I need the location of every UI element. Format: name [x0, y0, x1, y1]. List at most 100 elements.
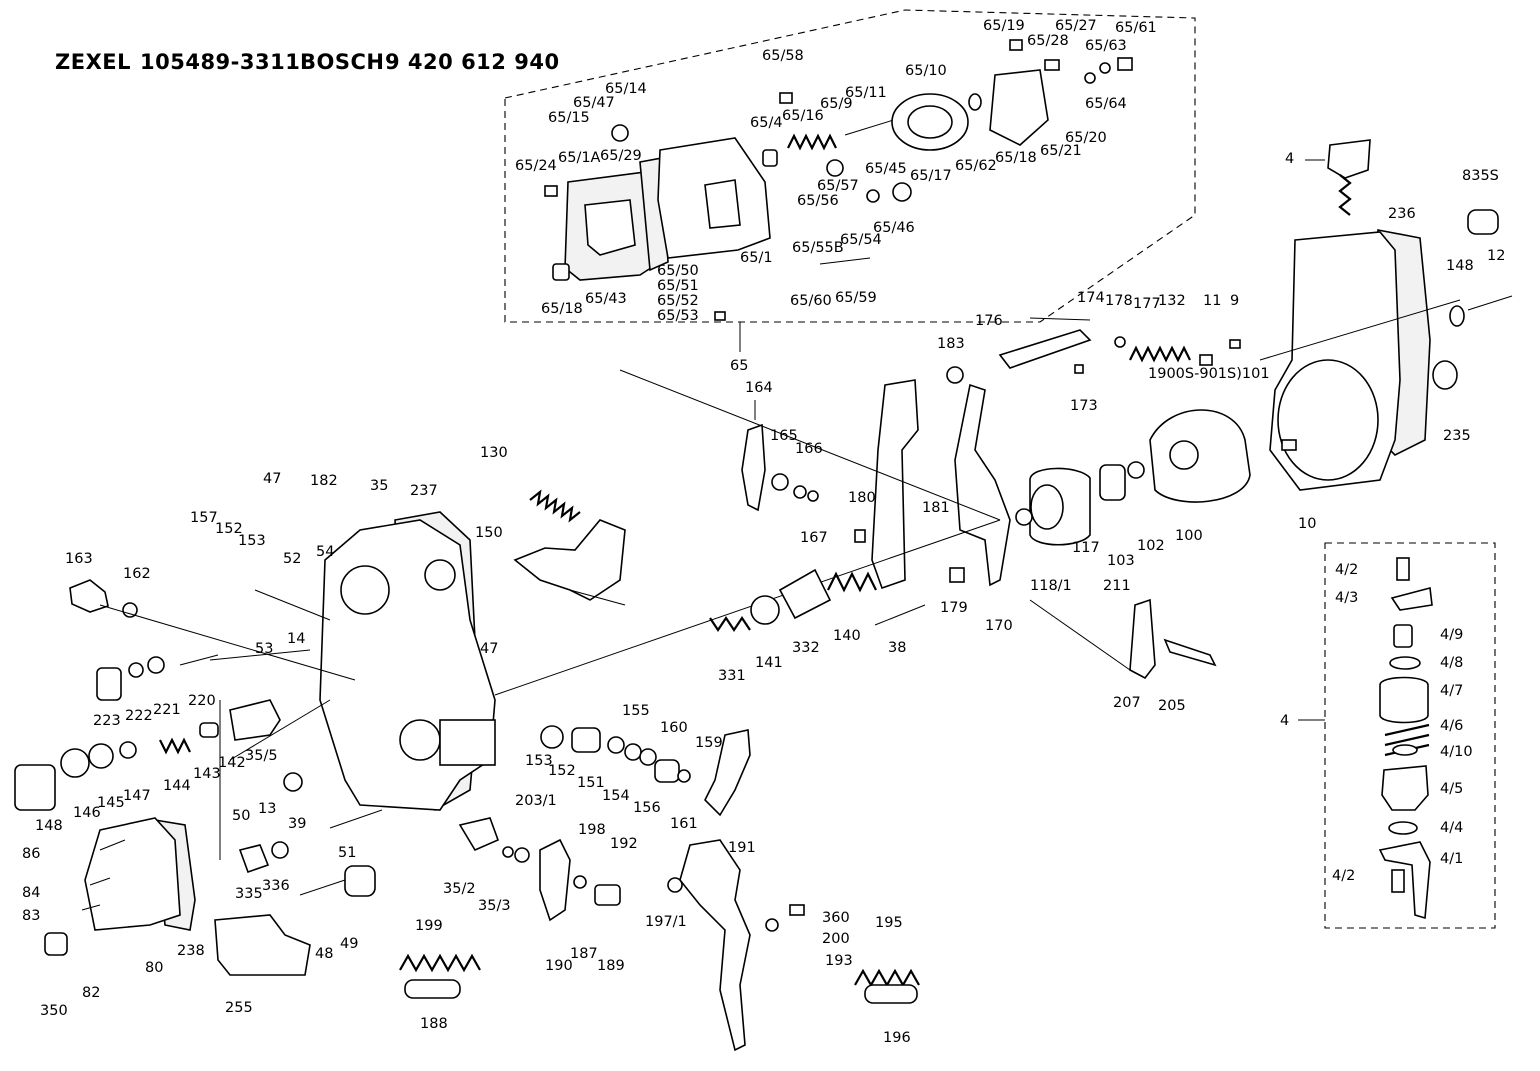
callout-label: 170 — [985, 618, 1013, 634]
maker-bosch: BOSCH — [300, 50, 385, 74]
part-178-washer — [1114, 336, 1126, 348]
callout-label: 65/64 — [1085, 96, 1127, 112]
callout-label: 159 — [695, 735, 723, 751]
callout-label: 65/19 — [983, 18, 1025, 34]
part-65-24-screw — [544, 185, 558, 197]
part-65-63-washer — [1099, 62, 1111, 74]
callout-label: 165 — [770, 428, 798, 444]
callout-label: 65/20 — [1065, 130, 1107, 146]
callout-label: 4/3 — [1335, 590, 1358, 606]
callout-label: 148 — [1446, 258, 1474, 274]
part-4-5-body — [1381, 765, 1429, 811]
part-65-46-nut — [892, 182, 912, 202]
callout-label: 65/53 — [657, 308, 699, 324]
callout-label: 174 — [1077, 290, 1105, 306]
callout-label: 4/10 — [1440, 744, 1473, 760]
callout-label: 180 — [848, 490, 876, 506]
callout-label: 65/47 — [573, 95, 615, 111]
part-183-nut — [946, 366, 964, 384]
callout-label: 195 — [875, 915, 903, 931]
part-65-11-rod — [844, 117, 901, 136]
callout-label: 65/54 — [840, 232, 882, 248]
callout-label: 65/56 — [797, 193, 839, 209]
callout-label: 196 — [883, 1030, 911, 1046]
callout-label: 191 — [728, 840, 756, 856]
callout-label: 166 — [795, 441, 823, 457]
callout-label: 50 — [232, 808, 250, 824]
callout-label: 4/8 — [1440, 655, 1463, 671]
callout-label: 80 — [145, 960, 163, 976]
callout-label: 181 — [922, 500, 950, 516]
part-39-nut — [283, 772, 303, 792]
callout-label: 65/51 — [657, 278, 699, 294]
part-4-2-screw-top — [1396, 557, 1410, 581]
callout-label: 100 — [1175, 528, 1203, 544]
part-141-ring — [750, 595, 780, 625]
part-222-washer — [128, 662, 144, 678]
callout-label: 235 — [1443, 428, 1471, 444]
callout-label: 103 — [1107, 553, 1135, 569]
callout-label: 52 — [283, 551, 301, 567]
part-65-16-spring — [787, 133, 837, 151]
callout-label: 141 — [755, 655, 783, 671]
callout-label: 176 — [975, 313, 1003, 329]
part-335-plug — [238, 844, 270, 874]
callout-label: 4/2 — [1335, 562, 1358, 578]
part-4-9-sleeve — [1393, 624, 1413, 648]
callout-label: 238 — [177, 943, 205, 959]
part-236-cover-bore — [1277, 359, 1379, 481]
callout-label: 65/43 — [585, 291, 627, 307]
callout-label: 152 — [215, 521, 243, 537]
maker-zexel: ZEXEL — [55, 50, 131, 74]
callout-label: 65/18 — [995, 150, 1037, 166]
callout-label: 211 — [1103, 578, 1131, 594]
part-235-seal — [1432, 360, 1458, 390]
part-51-screw — [329, 809, 383, 829]
callout-label: 192 — [610, 836, 638, 852]
part-192-sleeve — [594, 884, 621, 906]
part-118-1-washer — [1015, 508, 1033, 526]
part-100-flyweight-carrier — [1149, 409, 1251, 503]
callout-label: 160 — [660, 720, 688, 736]
callout-label: 65/59 — [835, 290, 877, 306]
part-4-top-assembly — [1327, 139, 1371, 179]
callout-label: 65 — [730, 358, 748, 374]
callout-label: 48 — [315, 946, 333, 962]
part-197-1-washer — [667, 877, 683, 893]
part-188-sleeve — [404, 979, 461, 999]
part-65-14-washer — [611, 124, 629, 142]
part-205-pin — [1163, 638, 1217, 667]
callout-label: 4/6 — [1440, 718, 1463, 734]
axis-line-main — [494, 519, 1001, 696]
callout-label: 205 — [1158, 698, 1186, 714]
callout-label: 167 — [800, 530, 828, 546]
part-160-bushing — [654, 759, 680, 783]
callout-label: 10 — [1298, 516, 1316, 532]
subassembly-65-boundary — [504, 9, 1196, 323]
callout-label: 221 — [153, 702, 181, 718]
part-9-clip — [1229, 339, 1241, 349]
callout-label: 65/60 — [790, 293, 832, 309]
callout-label: 65/29 — [600, 148, 642, 164]
callout-label: 54 — [316, 544, 334, 560]
callout-label: 12 — [1487, 248, 1505, 264]
callout-label: 145 — [97, 795, 125, 811]
callout-label: 188 — [420, 1016, 448, 1032]
part-163-screw-plug — [69, 579, 109, 613]
callout-label: 4/9 — [1440, 627, 1463, 643]
callout-label: 65/16 — [782, 108, 824, 124]
part-103-sleeve — [1099, 464, 1126, 501]
part-336-washer — [271, 841, 289, 859]
callout-label: 200 — [822, 931, 850, 947]
callout-label: 65/63 — [1085, 38, 1127, 54]
callout-label: 143 — [193, 766, 221, 782]
callout-label: 336 — [262, 878, 290, 894]
callout-label: 83 — [22, 908, 40, 924]
callout-label: 163 — [65, 551, 93, 567]
part-65-1a-window — [584, 199, 636, 256]
part-155-washer — [624, 743, 642, 761]
callout-label: 183 — [937, 336, 965, 352]
part-35-2-fitting — [458, 817, 500, 852]
callout-label: 65/4 — [750, 115, 783, 131]
